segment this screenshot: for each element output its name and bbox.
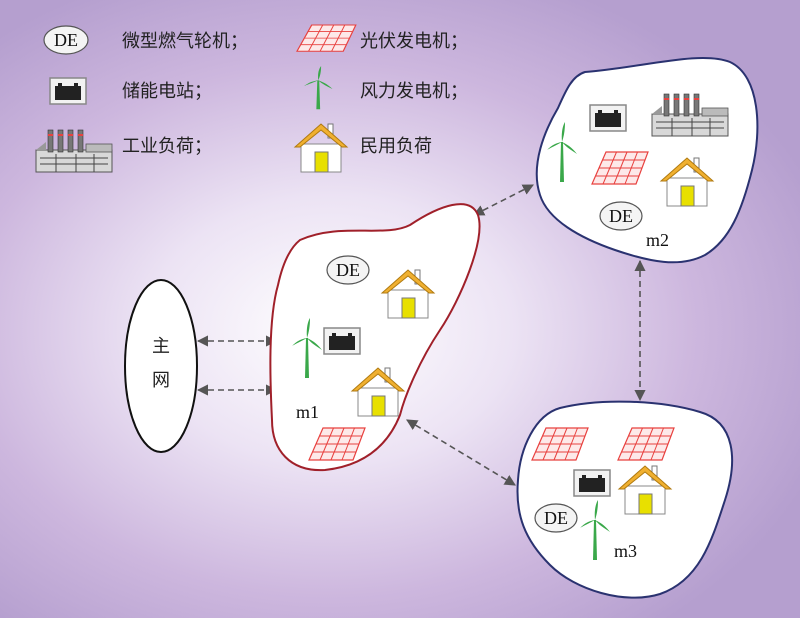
microgrid-m1: DE m1 [269,203,481,472]
house-legend-icon [294,123,348,173]
m1-de-text: DE [336,260,360,280]
de-legend-symbol [43,25,89,55]
legend: DE 微型燃气轮机； 光伏发电机； 储能电站； 风力发电机； 工业负荷； 民用负… [35,24,468,173]
pv-legend-label: 光伏发电机； [360,31,468,52]
m1-battery-icon [323,327,361,355]
main-grid: 主 网 [124,279,198,453]
microgrid-m3: DE m3 [516,400,734,599]
m2-de-symbol [599,201,643,231]
main-grid-label-2: 网 [152,370,170,391]
residential-legend-label: 民用负荷 [360,136,432,157]
wind-legend-icon [304,66,333,110]
m3-de-symbol [534,503,578,533]
m2-label: m2 [646,230,669,250]
m2-battery-icon [589,104,627,132]
link-m1-m3 [406,419,516,486]
storage-legend-icon [49,77,87,105]
connectors [196,184,646,486]
m1-label: m1 [296,402,319,422]
de-legend-label: 微型燃气轮机； [122,31,248,52]
pv-legend-icon [296,24,357,52]
factory-legend-icon [35,129,113,173]
industry-legend-label: 工业负荷； [122,136,212,157]
de-legend-text: DE [54,30,78,50]
main-grid-label-1: 主 [152,336,170,357]
m1-de-symbol [326,255,370,285]
microgrid-m2: DE m2 [535,56,759,264]
storage-legend-label: 储能电站； [122,81,212,102]
m2-de-text: DE [609,206,633,226]
wind-legend-label: 风力发电机； [360,81,468,102]
link-m1-m2 [473,184,534,216]
m3-de-text: DE [544,508,568,528]
m3-label: m3 [614,541,637,561]
m3-battery-icon [573,469,611,497]
